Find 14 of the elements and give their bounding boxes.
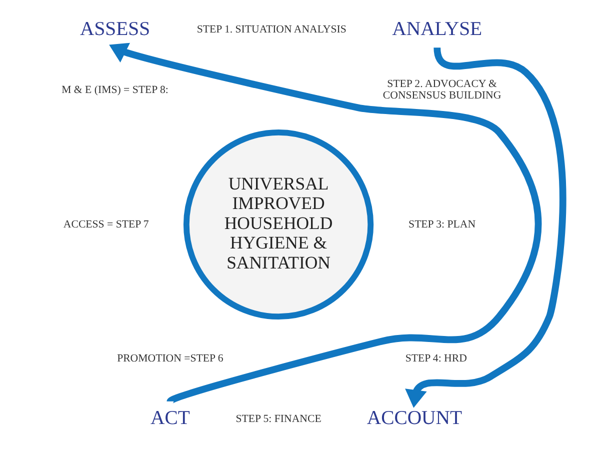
node-text: ANALYSE [392, 18, 482, 40]
node-text: ACCOUNT [366, 406, 462, 429]
label: ACCESS = STEP 7 [62, 218, 148, 230]
label: STEP 5: FINANCE [235, 412, 321, 425]
node-text: ACT [150, 406, 190, 429]
label: STEP 1. SITUATION ANALYSIS [196, 24, 346, 36]
label: STEP 4: HRD [404, 352, 466, 365]
arrow [108, 42, 541, 404]
node-circle: UNIVERSAL IMPROVED HOUSEHOLD HYGIENE & SANITATION [182, 129, 374, 320]
label: PROMOTION =STEP 6 [116, 352, 223, 365]
label: STEP 2. ADVOCACY & CONSENSUS BUILDING [382, 78, 501, 102]
node-text: ASSESS [79, 18, 150, 40]
label: M & E (IMS) = STEP 8: [61, 84, 168, 96]
label: STEP 3: PLAN [408, 218, 476, 230]
